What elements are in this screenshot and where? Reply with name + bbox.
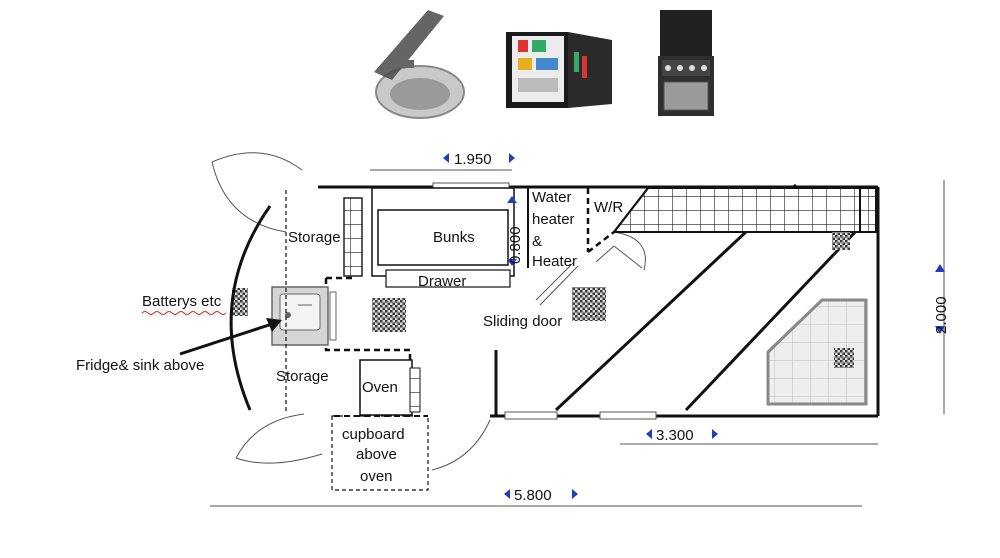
label-bunks: Bunks [433,229,475,246]
label-water-heater-3: & [532,233,542,250]
wr-door-line [595,245,615,263]
label-water-heater-4: Heater [532,253,577,270]
storage-shelf [343,197,363,277]
label-cupboard-3: oven [360,468,393,485]
dim-rear-length: 3.300 [656,427,694,444]
label-batterys: Batterys etc [142,293,222,310]
sliding-door-line-2 [539,265,579,306]
sink-side [329,291,337,341]
vent-floor-left [372,298,406,332]
bunks-mattress [377,209,509,266]
wr-door-swing [613,231,646,271]
wet-room-tiles [611,187,877,233]
rear-door-swing-top [211,152,303,171]
vent-floor-middle [572,287,606,321]
battery-box [232,288,248,316]
wr-partition-diag [587,231,615,253]
label-storage-top: Storage [288,229,341,246]
label-drawer: Drawer [418,273,466,290]
oven [359,359,413,416]
rear-door-leaf-bottom [235,453,323,464]
sliding-door-line [535,261,575,301]
cupboard-above-oven [331,415,429,491]
label-water-heater-2: heater [532,211,575,228]
drawer [385,269,511,288]
dim-bunk-length: 1.950 [454,151,492,168]
wet-room-tiles-edge [859,187,877,233]
rear-curve [229,205,272,411]
label-water-heater-1: Water [532,189,571,206]
vent-shower [834,348,854,368]
cooker-product-image [658,10,714,116]
vent-top-right [832,232,850,250]
wr-door-leaf [613,245,643,269]
side-door-swing [431,419,491,471]
fridge-sink-arrowhead [266,318,282,332]
rear-door-leaf-top [211,161,287,233]
label-wr: W/R [594,199,623,216]
fridge-sink-pointer [179,322,273,356]
dimension-arrows [443,153,945,499]
label-cupboard-2: above [356,446,397,463]
bottom-window-left [504,411,558,420]
rear-door-swing-bottom [235,413,305,459]
dim-van-width: 2.000 [933,296,950,334]
dim-total-length: 5.800 [514,487,552,504]
sink-product-image [374,10,465,119]
spellcheck-underline [141,311,227,315]
label-oven: Oven [362,379,398,396]
fridge-product-image [506,32,612,108]
shower-tray [766,298,868,406]
label-sliding-door: Sliding door [483,313,562,330]
label-fridge-sink: Fridge& sink above [76,357,204,374]
bottom-window-right [599,411,657,420]
oven-shelf [409,367,421,413]
sink-basin [279,293,321,331]
dim-bunk-width: 0.800 [507,226,524,264]
label-storage-bottom: Storage [276,368,329,385]
label-cupboard-1: cupboard [342,426,405,443]
